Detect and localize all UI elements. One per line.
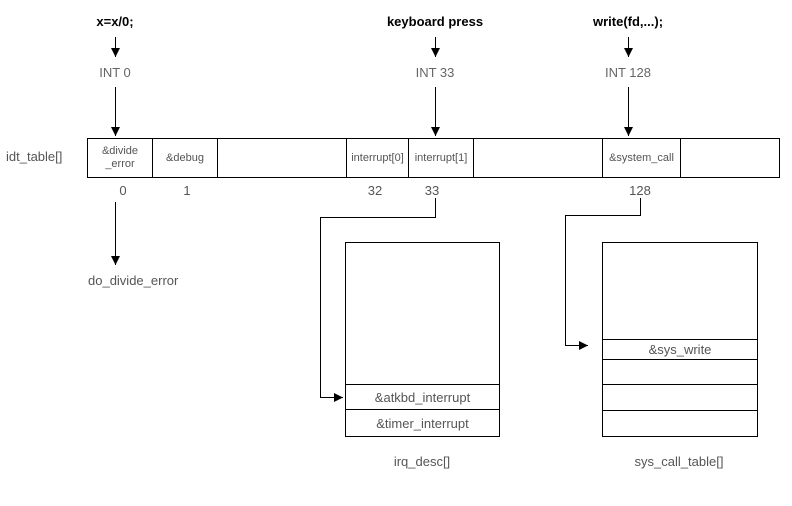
sys-call-table-label: sys_call_table[] <box>634 454 724 469</box>
idt-cell-system-call: &system_call <box>603 139 681 177</box>
idt-cell-empty-1 <box>218 139 347 177</box>
event-label-keyboard-press: keyboard press <box>386 14 484 29</box>
idt-index-32: 32 <box>367 183 383 198</box>
irq-desc-label: irq_desc[] <box>393 454 451 469</box>
idt-cell-empty-2 <box>474 139 603 177</box>
int-128-label: INT 128 <box>604 65 652 80</box>
event-label-divide-by-zero: x=x/0; <box>96 14 134 29</box>
sys-call-row-empty-2 <box>603 384 757 410</box>
irq-desc-box: &atkbd_interrupt &timer_interrupt <box>345 242 500 437</box>
idt-index-33: 33 <box>424 183 440 198</box>
int-33-label: INT 33 <box>415 65 455 80</box>
idt-cell-divide-error: &divide _error <box>88 139 153 177</box>
sys-call-row-empty-top <box>603 243 757 339</box>
idt-index-0: 0 <box>119 183 127 198</box>
idt-index-1: 1 <box>183 183 191 198</box>
irq-desc-row-empty <box>346 243 499 384</box>
idt-cell-empty-3 <box>681 139 779 177</box>
sys-call-row-empty-3 <box>603 410 757 436</box>
handler-label-do-divide-error: do_divide_error <box>88 273 179 288</box>
int-0-label: INT 0 <box>99 65 131 80</box>
idt-cell-interrupt-0: interrupt[0] <box>347 139 409 177</box>
idt-table-label: idt_table[] <box>6 149 63 164</box>
sys-call-row-empty-1 <box>603 359 757 384</box>
idt-index-128: 128 <box>629 183 651 198</box>
idt-cell-interrupt-1: interrupt[1] <box>409 139 474 177</box>
idt-cell-debug: &debug <box>153 139 218 177</box>
irq-desc-row-timer-interrupt: &timer_interrupt <box>346 409 499 436</box>
sys-call-table-box: &sys_write <box>602 242 758 437</box>
irq-desc-row-atkbd-interrupt: &atkbd_interrupt <box>346 384 499 409</box>
sys-call-row-sys-write: &sys_write <box>603 339 757 359</box>
idt-table: &divide _error &debug interrupt[0] inter… <box>87 138 780 178</box>
event-label-write-syscall: write(fd,...); <box>592 14 664 29</box>
